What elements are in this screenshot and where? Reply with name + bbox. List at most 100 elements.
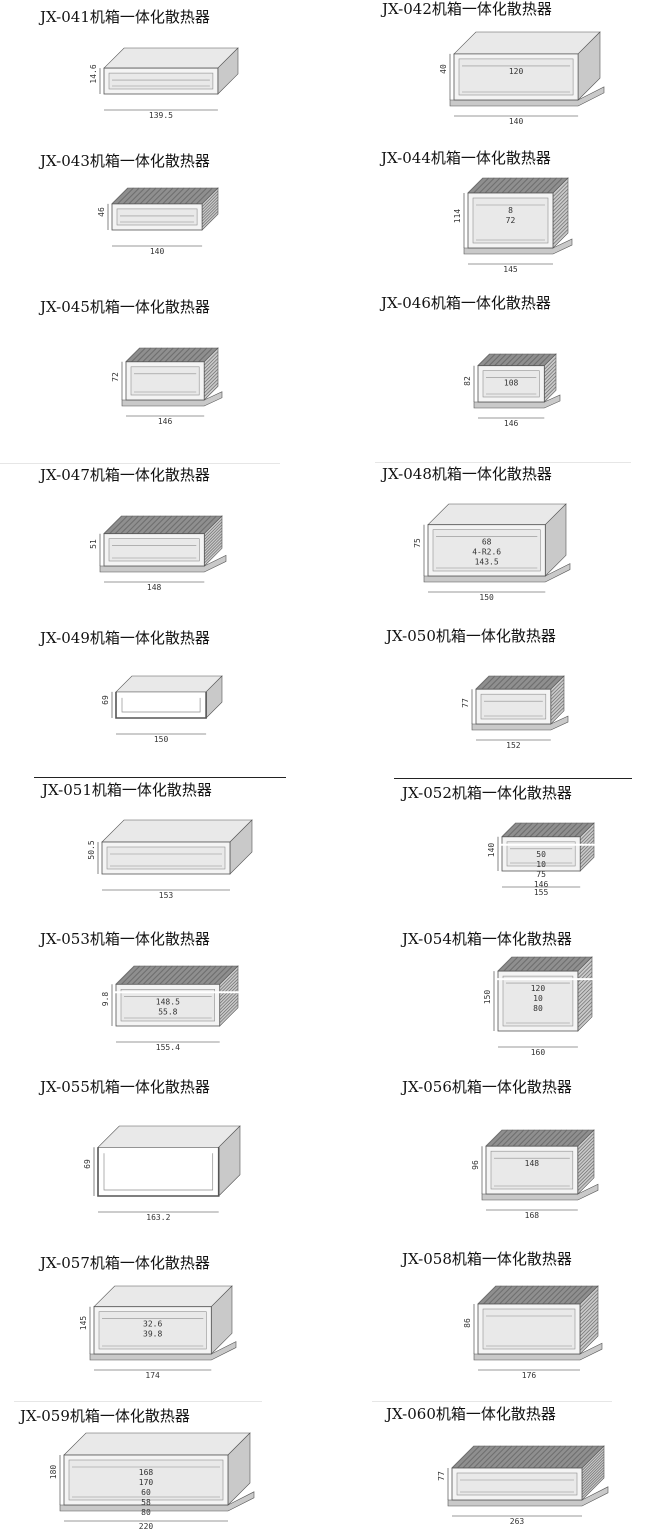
side-fin	[204, 518, 223, 537]
heatsink-fin	[547, 1285, 567, 1305]
heatsink-fin	[192, 347, 208, 363]
inner-cavity	[106, 846, 226, 870]
heatsink-fin	[120, 515, 139, 535]
dimension-label: 8	[508, 206, 513, 215]
heatsink-fin	[504, 1285, 524, 1305]
heatsink-fin	[197, 965, 217, 985]
side-fin	[581, 1456, 605, 1479]
heatsink-fin	[500, 1445, 524, 1469]
row-divider	[34, 777, 286, 778]
product-title: JX-041机箱一体化散热器	[40, 8, 210, 26]
product-title: JX-042机箱一体化散热器	[382, 0, 552, 18]
heatsink-fin	[527, 675, 542, 690]
heatsink-fin	[494, 1445, 518, 1469]
heatsink-fin	[477, 353, 491, 367]
side-fin	[201, 199, 219, 216]
heatsink-fin	[546, 822, 561, 838]
product-title: JX-044机箱一体化散热器	[381, 149, 551, 167]
side-fin	[579, 1321, 599, 1340]
product-title: JX-045机箱一体化散热器	[40, 298, 210, 316]
heatsink-fin	[538, 353, 551, 367]
heatsink-fin	[196, 187, 213, 205]
heatsink-fin	[550, 1129, 568, 1147]
dimension-label: 77	[437, 1471, 446, 1481]
side-fin	[544, 386, 557, 399]
heatsink-fin	[529, 177, 546, 194]
heatsink-fin	[514, 956, 530, 972]
dimension-label: 10	[536, 860, 546, 869]
side-fin	[219, 975, 239, 995]
dimension-label: 114	[453, 209, 462, 224]
dimension-label: 69	[83, 1159, 92, 1169]
heatsink-fin	[167, 187, 185, 205]
side-fin	[579, 1307, 599, 1326]
heatsink-fin	[521, 675, 536, 690]
side-fin	[550, 679, 565, 693]
profile-drawing	[59, 1432, 255, 1512]
dimension-label: 139.5	[149, 111, 173, 120]
side-fin	[577, 982, 593, 998]
dimension-label: 163.2	[146, 1213, 170, 1222]
inner-cavity	[482, 370, 540, 398]
side-fin	[203, 351, 219, 366]
heatsink-fin	[505, 353, 518, 367]
heatsink-fin	[531, 956, 547, 972]
dimension-label: 50.5	[87, 840, 96, 859]
heatsink-fin	[164, 965, 184, 985]
side-fin	[201, 193, 219, 210]
heatsink-fin	[488, 1285, 508, 1305]
profile-drawing	[463, 177, 573, 255]
heatsink-fin	[576, 1445, 599, 1469]
inner-cavity	[456, 1472, 578, 1496]
heatsink-fin	[538, 1445, 562, 1469]
inner-cavity	[482, 1308, 576, 1350]
dimension-label: 146	[504, 419, 519, 428]
heatsink-fin	[134, 187, 151, 205]
heatsink-fin	[570, 1445, 594, 1469]
heatsink-fin	[148, 515, 167, 535]
heatsink-fin	[554, 1445, 578, 1469]
inner-cavity	[480, 693, 547, 720]
top-face	[115, 675, 223, 693]
heatsink-fin	[475, 675, 490, 690]
heatsink-fin	[574, 822, 589, 838]
dimension-label: 148.5	[156, 997, 180, 1006]
profile-drawing	[473, 1285, 603, 1361]
product-title: JX-043机箱一体化散热器	[40, 152, 210, 170]
heatsink-fin	[467, 177, 484, 194]
side-fin	[550, 686, 565, 700]
heatsink-fin	[125, 515, 145, 535]
dimension-label: 220	[139, 1522, 154, 1531]
side-fin	[577, 1133, 595, 1150]
side-fin	[544, 364, 557, 377]
heatsink-fin	[190, 187, 208, 205]
dimension-label: 80	[141, 1508, 151, 1517]
profile-drawing	[89, 1285, 237, 1361]
side-fin	[544, 368, 557, 381]
side-fin	[219, 1001, 239, 1020]
profile-drawing	[121, 347, 223, 407]
side-fin	[219, 984, 239, 1004]
side-fin	[544, 357, 557, 370]
side-fin	[579, 1325, 599, 1344]
heatsink-fin	[497, 956, 513, 972]
heatsink-fin	[181, 515, 201, 535]
heatsink-fin	[528, 1129, 546, 1147]
profile-drawing	[97, 1125, 241, 1197]
profile-drawing	[114, 965, 240, 1027]
heatsink-fin	[489, 1445, 513, 1469]
heatsink-fin	[176, 515, 195, 535]
dimension-label: 10	[533, 994, 543, 1003]
row-divider	[0, 463, 280, 464]
heatsink-fin	[493, 1285, 513, 1305]
heatsink-fin	[501, 177, 518, 194]
